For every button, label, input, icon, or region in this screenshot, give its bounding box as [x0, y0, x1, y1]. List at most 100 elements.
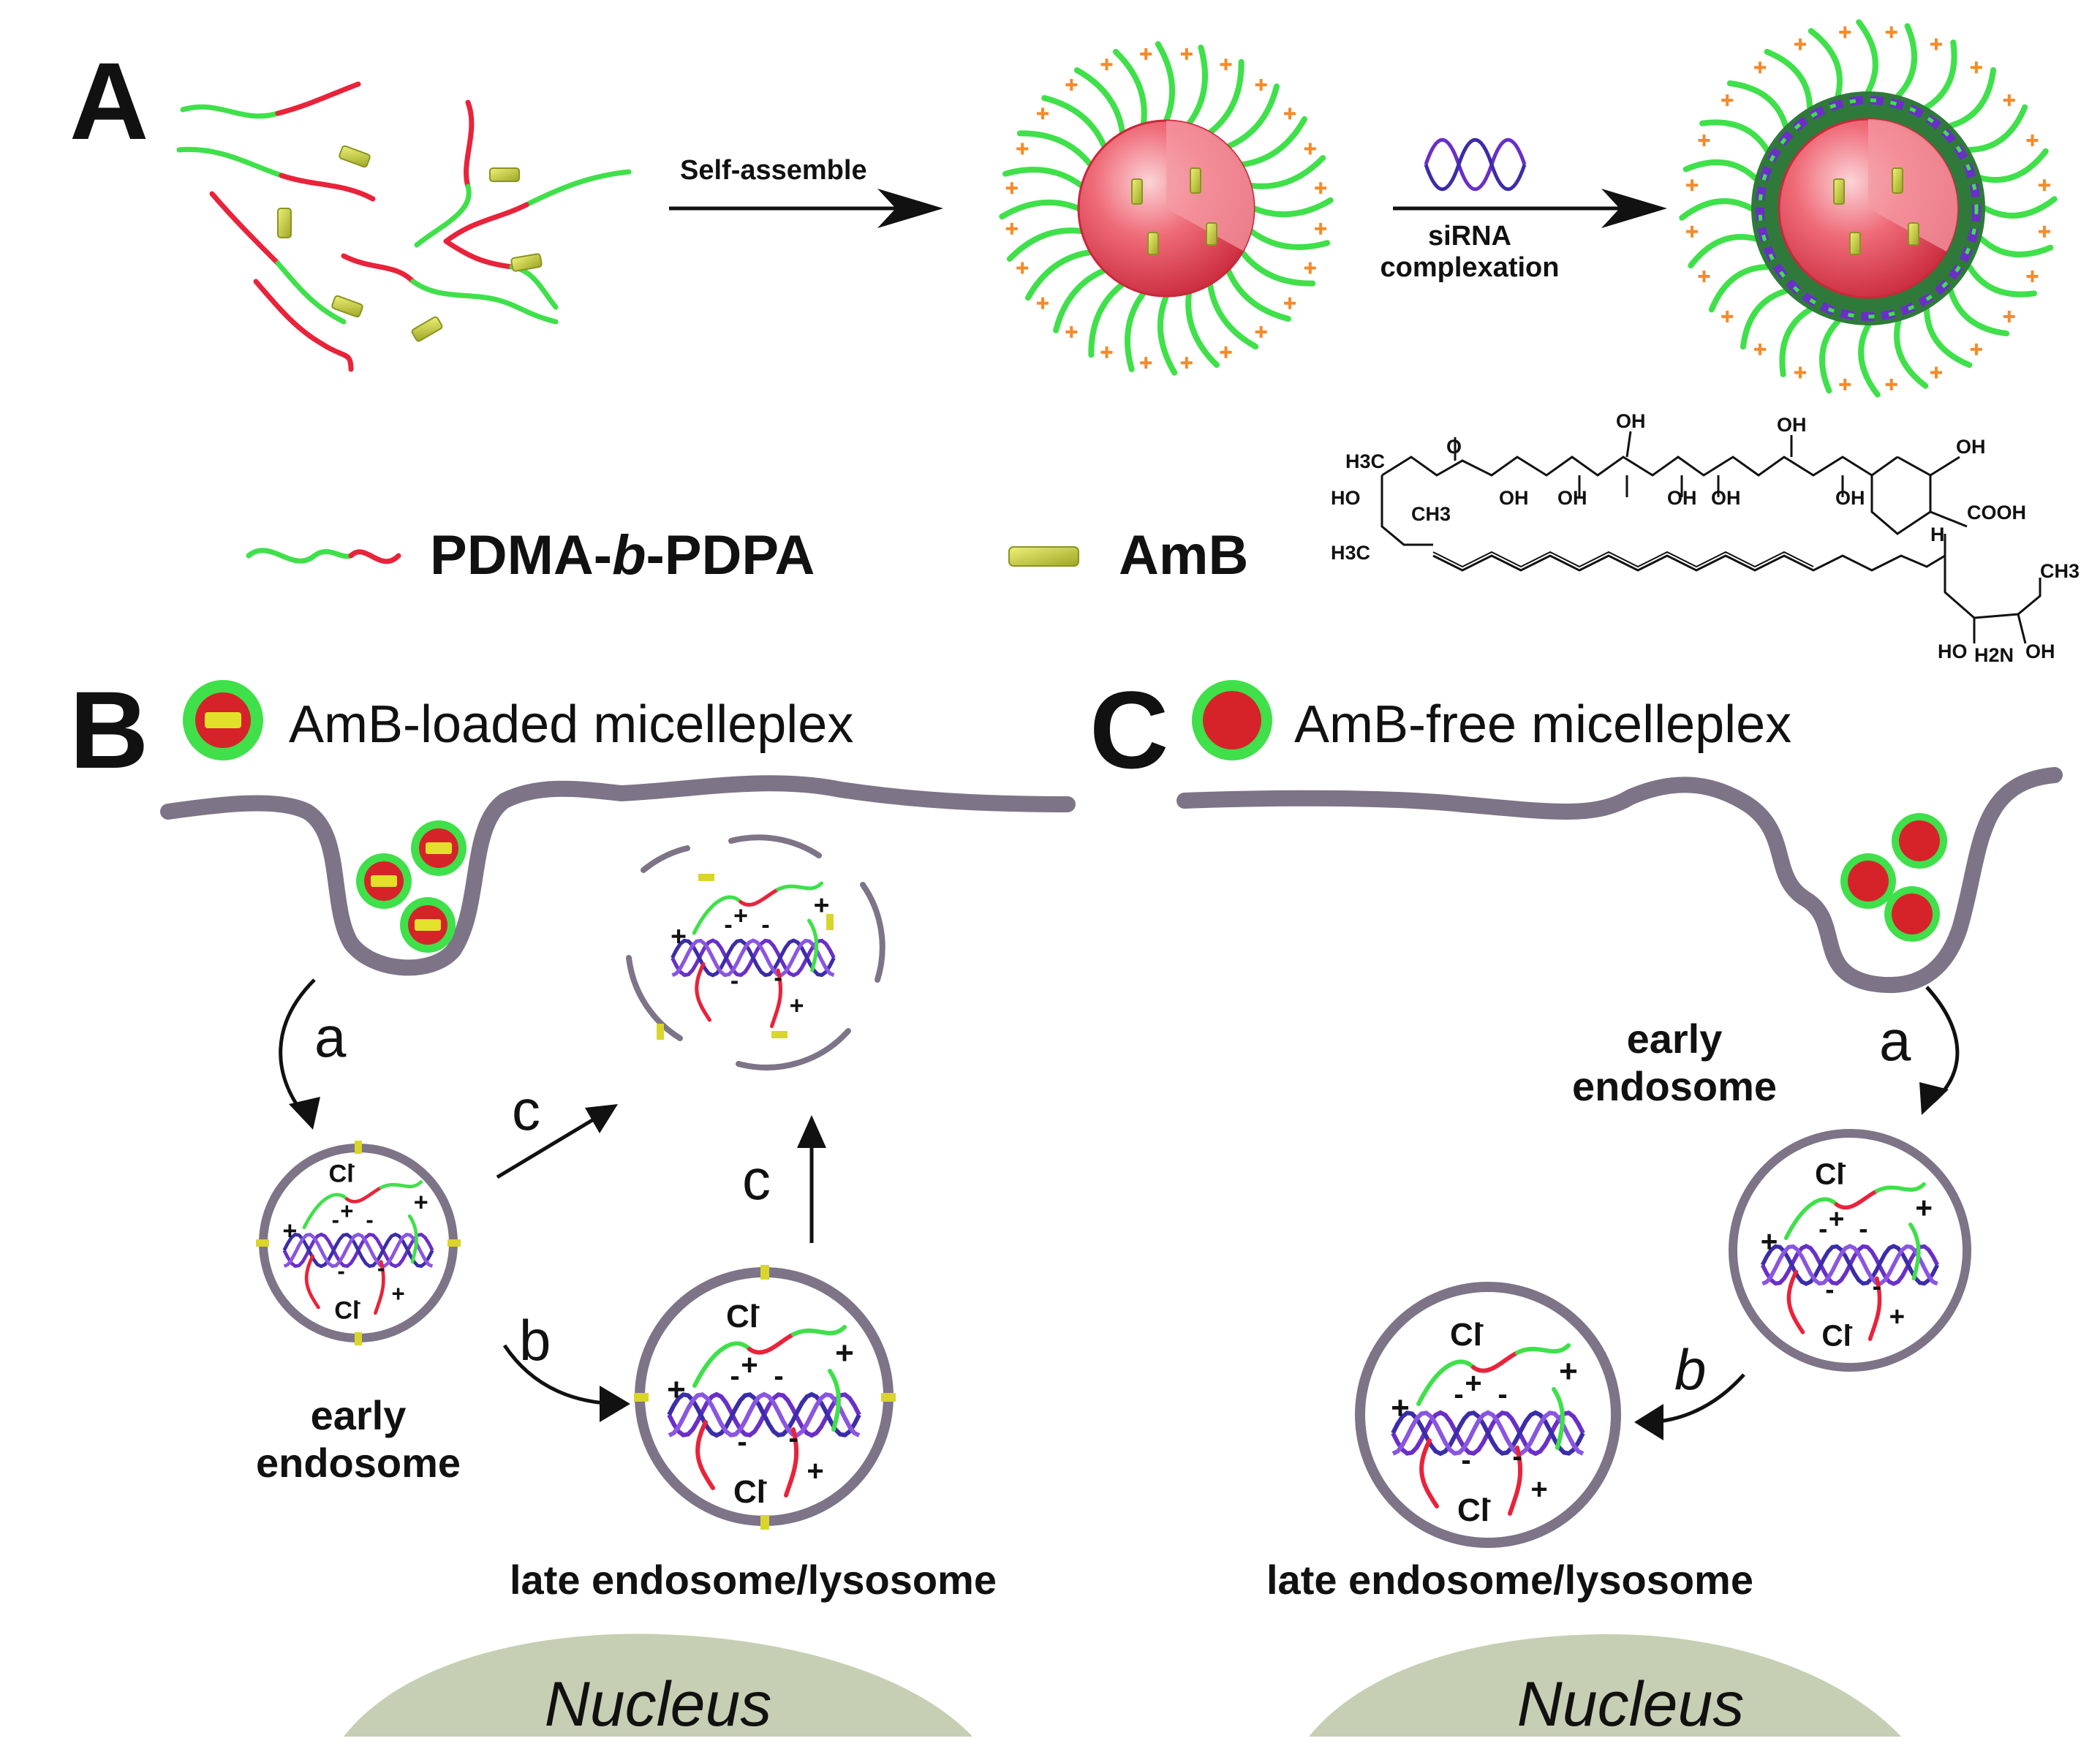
- svg-text:-: -: [760, 1470, 767, 1492]
- svg-text:-: -: [1873, 1271, 1881, 1301]
- svg-text:Cl: Cl: [328, 1160, 353, 1187]
- svg-text:OH: OH: [1835, 487, 1865, 509]
- svg-text:+: +: [741, 1349, 758, 1381]
- early-endosome-b-line2: endosome: [256, 1440, 461, 1486]
- legend-amb-label: AmB: [1119, 524, 1248, 586]
- svg-text:OH: OH: [1557, 487, 1587, 509]
- amb-rods: [277, 145, 543, 342]
- svg-text:-: -: [761, 911, 769, 939]
- svg-text:-: -: [753, 1294, 760, 1317]
- sirna-label: siRNA: [1428, 221, 1511, 252]
- svg-text:H3C: H3C: [1345, 450, 1385, 472]
- complexation-label: complexation: [1381, 252, 1560, 283]
- svg-text:H2N: H2N: [1974, 644, 2014, 666]
- svg-text:CH3: CH3: [1411, 503, 1451, 525]
- svg-text:OH: OH: [2025, 641, 2055, 662]
- svg-text:+: +: [414, 1188, 428, 1216]
- svg-text:OH: OH: [1667, 487, 1697, 509]
- svg-text:-: -: [1847, 1316, 1854, 1337]
- svg-text:-: -: [774, 1360, 783, 1392]
- svg-text:OH: OH: [1499, 487, 1529, 509]
- svg-text:+: +: [667, 1372, 686, 1408]
- svg-text:+: +: [282, 1217, 297, 1244]
- svg-text:-: -: [774, 964, 782, 991]
- amb-loaded-micelleplex-icon: [183, 680, 263, 760]
- self-assemble-label: Self-assemble: [680, 155, 867, 186]
- step-c-label-b-vertical: c: [742, 1147, 771, 1212]
- cell-membrane-b: [160, 775, 1076, 976]
- svg-text:+: +: [1915, 1191, 1933, 1225]
- panel-c-letter: C: [1089, 668, 1168, 791]
- svg-text:-: -: [724, 911, 732, 939]
- nucleus-c: Nucleus: [1309, 1634, 1901, 1739]
- svg-text:+: +: [671, 921, 687, 951]
- free-polymer-chains: [176, 81, 632, 372]
- step-b-label-c: b: [1674, 1337, 1706, 1402]
- late-endosome-c-label: late endosome/lysosome: [1266, 1557, 1753, 1603]
- early-endosome-c-line1: early: [1627, 1016, 1723, 1062]
- svg-text:+: +: [1465, 1367, 1481, 1399]
- svg-text:+: +: [1829, 1204, 1845, 1234]
- step-c-label-b-diagonal: c: [512, 1078, 540, 1142]
- svg-text:+: +: [340, 1198, 353, 1224]
- panel-a-letter: A: [69, 39, 148, 162]
- early-endosome-c-line2: endosome: [1572, 1063, 1777, 1109]
- panel-b-letter: B: [69, 668, 148, 791]
- svg-text:+: +: [1761, 1225, 1778, 1258]
- amb-structure-labels: H3C HO CH3 H3C O OH OH OH OH OH OH OH OH…: [1331, 410, 2080, 666]
- svg-text:Cl: Cl: [1450, 1317, 1482, 1353]
- svg-text:HO: HO: [1938, 641, 1968, 662]
- svg-text:+: +: [1530, 1473, 1547, 1506]
- step-b-label-b: b: [519, 1308, 551, 1372]
- step-a-label-b: a: [314, 1005, 347, 1069]
- svg-text:+: +: [1391, 1390, 1410, 1426]
- nucleus-b: Nucleus: [344, 1633, 972, 1739]
- step-c-arrow-b-vertical: c: [742, 1115, 826, 1243]
- panel-b-caption: AmB-loaded micelleplex: [289, 695, 853, 754]
- svg-text:Cl: Cl: [726, 1299, 758, 1334]
- svg-text:-: -: [377, 1255, 385, 1281]
- svg-text:-: -: [1454, 1378, 1463, 1410]
- step-a-arrow-b: a: [279, 978, 347, 1130]
- vesicle-micelleplexes-c: [1840, 813, 1947, 942]
- svg-text:-: -: [337, 1258, 344, 1284]
- micelleplex-sirna-loaded: [1679, 19, 2058, 398]
- svg-text:+: +: [1889, 1302, 1906, 1331]
- svg-text:-: -: [788, 1422, 798, 1454]
- svg-text:Cl: Cl: [1457, 1492, 1489, 1528]
- amb-chemical-structure: [1381, 431, 2042, 644]
- svg-text:Cl: Cl: [1815, 1157, 1844, 1191]
- svg-text:OH: OH: [1777, 414, 1807, 436]
- svg-text:-: -: [730, 967, 739, 995]
- svg-text:-: -: [1818, 1214, 1827, 1244]
- micelle-amb-loaded: [999, 41, 1334, 376]
- sirna-helix-released-b: ++++----: [671, 881, 836, 1029]
- svg-text:Cl: Cl: [1821, 1318, 1851, 1352]
- svg-text:-: -: [1461, 1444, 1470, 1476]
- svg-text:-: -: [737, 1426, 747, 1458]
- svg-text:+: +: [807, 1455, 823, 1487]
- step-b-arrow-b: b: [502, 1308, 630, 1422]
- svg-text:-: -: [730, 1360, 739, 1392]
- svg-text:-: -: [1859, 1214, 1867, 1244]
- svg-text:OH: OH: [1711, 487, 1741, 509]
- nucleus-b-label: Nucleus: [545, 1669, 772, 1739]
- svg-text:Cl: Cl: [733, 1474, 766, 1510]
- svg-text:-: -: [1484, 1488, 1491, 1511]
- step-a-arrow-c: a: [1879, 986, 1960, 1115]
- step-c-arrow-b-diagonal: c: [496, 1078, 618, 1179]
- svg-text:-: -: [1477, 1312, 1484, 1335]
- svg-text:O: O: [1446, 436, 1462, 458]
- svg-text:-: -: [366, 1207, 373, 1233]
- svg-text:+: +: [814, 890, 830, 921]
- svg-text:-: -: [350, 1156, 355, 1174]
- svg-text:-: -: [1840, 1155, 1847, 1175]
- svg-text:-: -: [1825, 1274, 1834, 1304]
